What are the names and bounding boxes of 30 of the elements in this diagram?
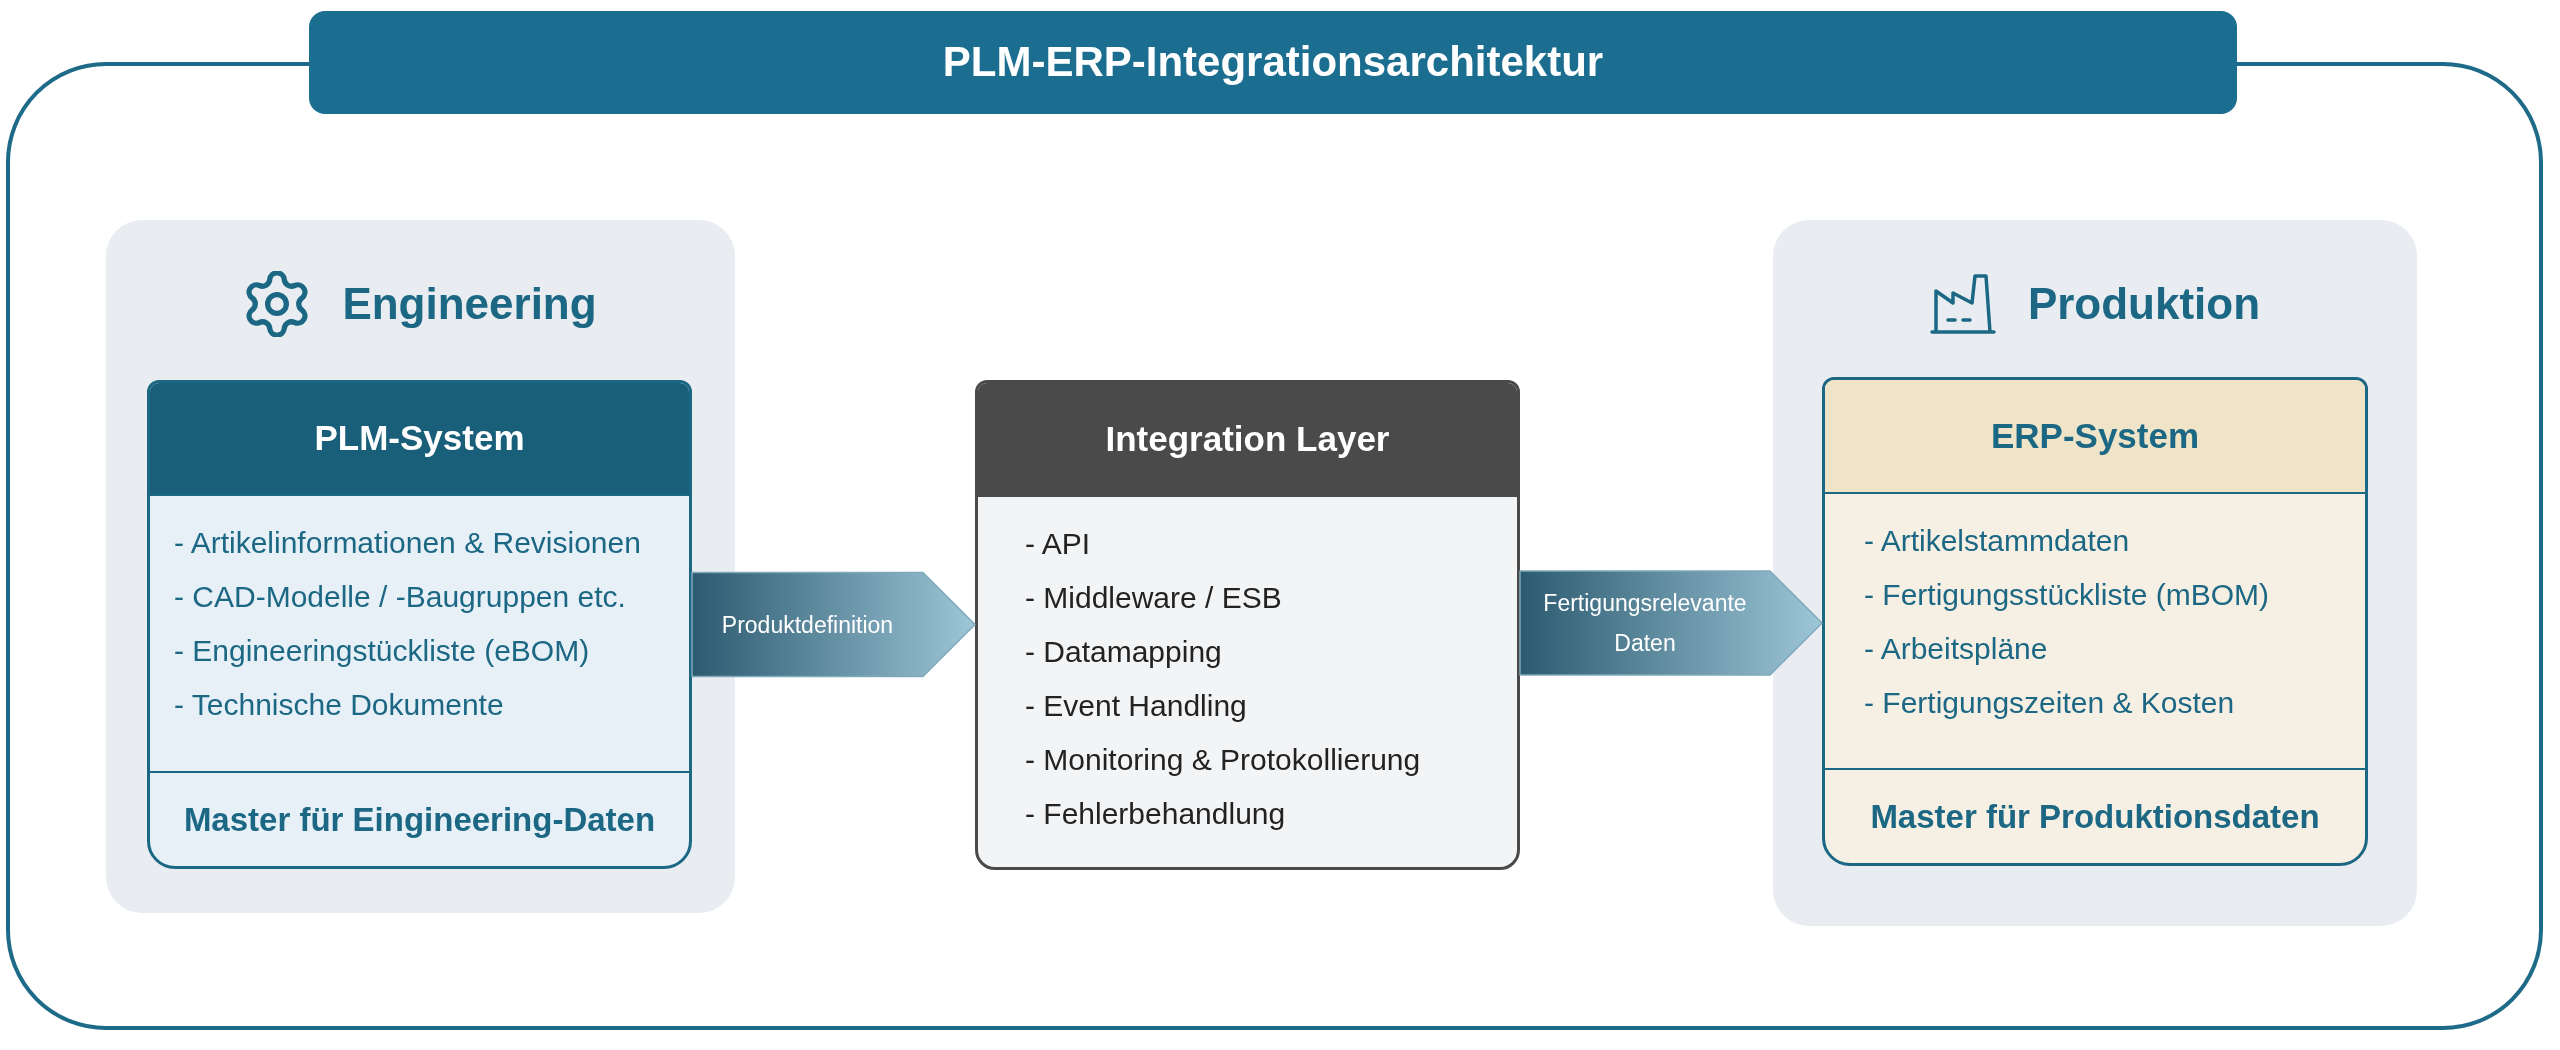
list-item: - Artikelinformationen & Revisionen — [174, 525, 641, 561]
list-item: - Event Handling — [1025, 688, 1247, 724]
panel-heading: Engineering — [342, 278, 597, 330]
block-arrow — [691, 571, 976, 678]
block-arrow — [1519, 570, 1823, 676]
card-title: PLM-System — [314, 418, 525, 459]
diagram-title: PLM-ERP-Integrationsarchitektur — [942, 38, 1604, 87]
list-item: - Technische Dokumente — [174, 687, 504, 723]
list-item: - Fehlerbehandlung — [1025, 796, 1286, 832]
edge-label: Produktdefinition — [721, 610, 894, 640]
footer-note: Master für Produktionsdaten — [1870, 797, 2320, 836]
edge-label: Fertigungsrelevante Daten — [1542, 589, 1748, 658]
card-title: Integration Layer — [1105, 418, 1390, 460]
footer-note: Master für Eingineering-Daten — [183, 800, 656, 839]
list-item: - Engineeringstückliste (eBOM) — [174, 633, 590, 669]
system-card — [1822, 377, 2368, 866]
list-item: - Artikelstammdaten — [1864, 523, 2130, 559]
list-item: - Middleware / ESB — [1025, 580, 1282, 616]
list-item: - Datamapping — [1025, 634, 1222, 670]
group-panel — [1773, 220, 2417, 926]
card-title: ERP-System — [1990, 415, 2200, 457]
list-item: - API — [1025, 526, 1091, 562]
list-item: - CAD-Modelle / -Baugruppen etc. — [174, 579, 626, 615]
list-item: - Fertigungsstückliste (mBOM) — [1864, 577, 2270, 613]
panel-heading: Produktion — [2027, 278, 2261, 330]
list-item: - Monitoring & Protokollierung — [1025, 742, 1421, 778]
list-item: - Fertigungszeiten & Kosten — [1864, 685, 2235, 721]
system-card — [147, 380, 692, 869]
system-card — [975, 380, 1520, 870]
list-item: - Arbeitspläne — [1864, 631, 2048, 667]
